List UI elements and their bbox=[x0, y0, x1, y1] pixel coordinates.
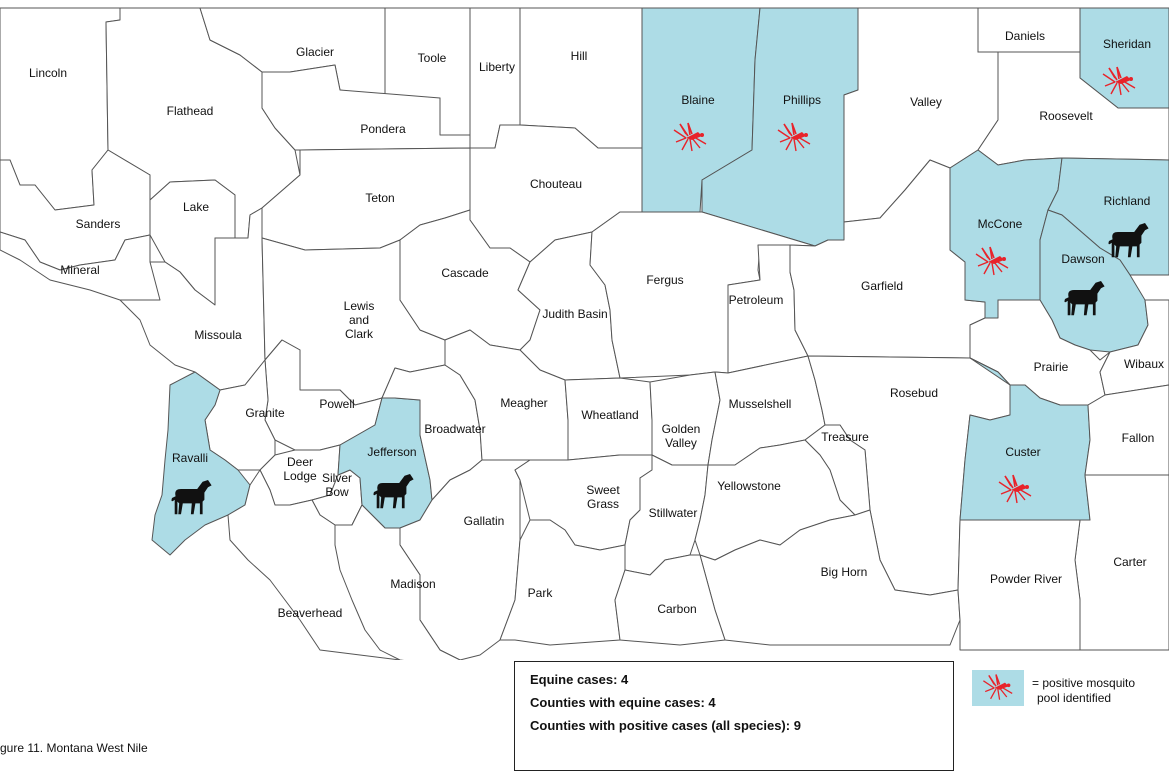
mosquito-icon bbox=[673, 122, 707, 152]
county-carbon bbox=[614, 554, 726, 646]
county-label-sheridan: Sheridan bbox=[1103, 37, 1151, 51]
county-label-meagher: Meagher bbox=[500, 396, 547, 410]
county-label-jefferson: Jefferson bbox=[367, 445, 416, 459]
map-legend: = positive mosquito pool identified bbox=[972, 668, 1162, 712]
county-label-pondera: Pondera bbox=[360, 122, 406, 136]
county-label-fallon: Fallon bbox=[1122, 431, 1155, 445]
legend-text-line2: pool identified bbox=[1037, 691, 1112, 705]
county-label-richland: Richland bbox=[1104, 194, 1151, 208]
county-label-cascade: Cascade bbox=[441, 266, 489, 280]
mosquito-icon bbox=[983, 674, 1013, 700]
legend-text-line1: = positive mosquito bbox=[1032, 676, 1136, 690]
counties-positive-text: Counties with positive cases (all specie… bbox=[530, 718, 801, 733]
county-big-horn bbox=[699, 509, 961, 646]
mosquito-icon bbox=[975, 246, 1009, 276]
legend-swatch bbox=[972, 670, 1024, 706]
county-polygons bbox=[0, 7, 1169, 660]
county-label-mineral: Mineral bbox=[60, 263, 99, 277]
county-label-carter: Carter bbox=[1113, 555, 1146, 569]
county-label-garfield: Garfield bbox=[861, 279, 903, 293]
county-madison bbox=[334, 504, 461, 660]
county-label-prairie: Prairie bbox=[1034, 360, 1069, 374]
county-label-hill: Hill bbox=[571, 49, 588, 63]
mosquito-icon bbox=[777, 122, 811, 152]
figure-caption: gure 11. Montana West Nile bbox=[0, 741, 148, 755]
county-label-phillips: Phillips bbox=[783, 93, 821, 107]
county-label-broadwater: Broadwater bbox=[424, 422, 485, 436]
county-label-daniels: Daniels bbox=[1005, 29, 1045, 43]
county-pondera bbox=[261, 64, 471, 151]
county-label-judith-basin: Judith Basin bbox=[542, 307, 607, 321]
county-label-park: Park bbox=[528, 586, 554, 600]
mosquito-icon bbox=[998, 474, 1032, 504]
county-label-gallatin: Gallatin bbox=[464, 514, 505, 528]
county-label-powder-river: Powder River bbox=[990, 572, 1062, 586]
horse-icon bbox=[1108, 223, 1149, 258]
county-label-petroleum: Petroleum bbox=[729, 293, 784, 307]
county-label-valley: Valley bbox=[910, 95, 942, 109]
county-label-lincoln: Lincoln bbox=[29, 66, 67, 80]
mosquito-icon bbox=[1102, 66, 1136, 96]
county-label-madison: Madison bbox=[390, 577, 435, 591]
county-label-blaine: Blaine bbox=[681, 93, 715, 107]
county-fallon bbox=[1084, 384, 1169, 476]
county-label-yellowstone: Yellowstone bbox=[717, 479, 781, 493]
map-icons bbox=[171, 66, 1149, 515]
equine-cases-text: Equine cases: 4 bbox=[530, 672, 629, 687]
county-wibaux bbox=[1099, 299, 1169, 396]
county-label-mccone: McCone bbox=[978, 217, 1023, 231]
county-label-ravalli: Ravalli bbox=[172, 451, 208, 465]
counties-equine-text: Counties with equine cases: 4 bbox=[530, 695, 716, 710]
county-label-sanders: Sanders bbox=[76, 217, 121, 231]
county-powder-river bbox=[957, 519, 1091, 651]
county-label-liberty: Liberty bbox=[479, 60, 515, 74]
county-label-treasure: Treasure bbox=[821, 430, 869, 444]
county-label-wibaux: Wibaux bbox=[1124, 357, 1164, 371]
horse-icon bbox=[1064, 281, 1105, 316]
county-label-dawson: Dawson bbox=[1061, 252, 1104, 266]
county-label-lake: Lake bbox=[183, 200, 209, 214]
county-label-wheatland: Wheatland bbox=[581, 408, 638, 422]
case-summary-box: Equine cases: 4 Counties with equine cas… bbox=[514, 661, 954, 771]
county-label-granite: Granite bbox=[245, 406, 285, 420]
county-label-powell: Powell bbox=[319, 397, 354, 411]
county-label-roosevelt: Roosevelt bbox=[1039, 109, 1093, 123]
county-label-stillwater: Stillwater bbox=[649, 506, 698, 520]
county-label-big-horn: Big Horn bbox=[821, 565, 868, 579]
horse-icon bbox=[171, 480, 212, 515]
county-label-missoula: Missoula bbox=[194, 328, 242, 342]
county-label-glacier: Glacier bbox=[296, 45, 334, 59]
county-label-toole: Toole bbox=[418, 51, 447, 65]
county-label-musselshell: Musselshell bbox=[729, 397, 792, 411]
county-label-carbon: Carbon bbox=[657, 602, 696, 616]
county-label-rosebud: Rosebud bbox=[890, 386, 938, 400]
horse-icon bbox=[373, 474, 414, 509]
county-label-flathead: Flathead bbox=[167, 104, 214, 118]
county-label-teton: Teton bbox=[365, 191, 394, 205]
mosquito-icon bbox=[983, 674, 1013, 700]
legend-text: = positive mosquito pool identified bbox=[1032, 676, 1135, 706]
county-golden-valley bbox=[649, 371, 721, 466]
county-label-beaverhead: Beaverhead bbox=[278, 606, 343, 620]
county-label-chouteau: Chouteau bbox=[530, 177, 582, 191]
county-label-fergus: Fergus bbox=[646, 273, 683, 287]
county-label-custer: Custer bbox=[1005, 445, 1040, 459]
